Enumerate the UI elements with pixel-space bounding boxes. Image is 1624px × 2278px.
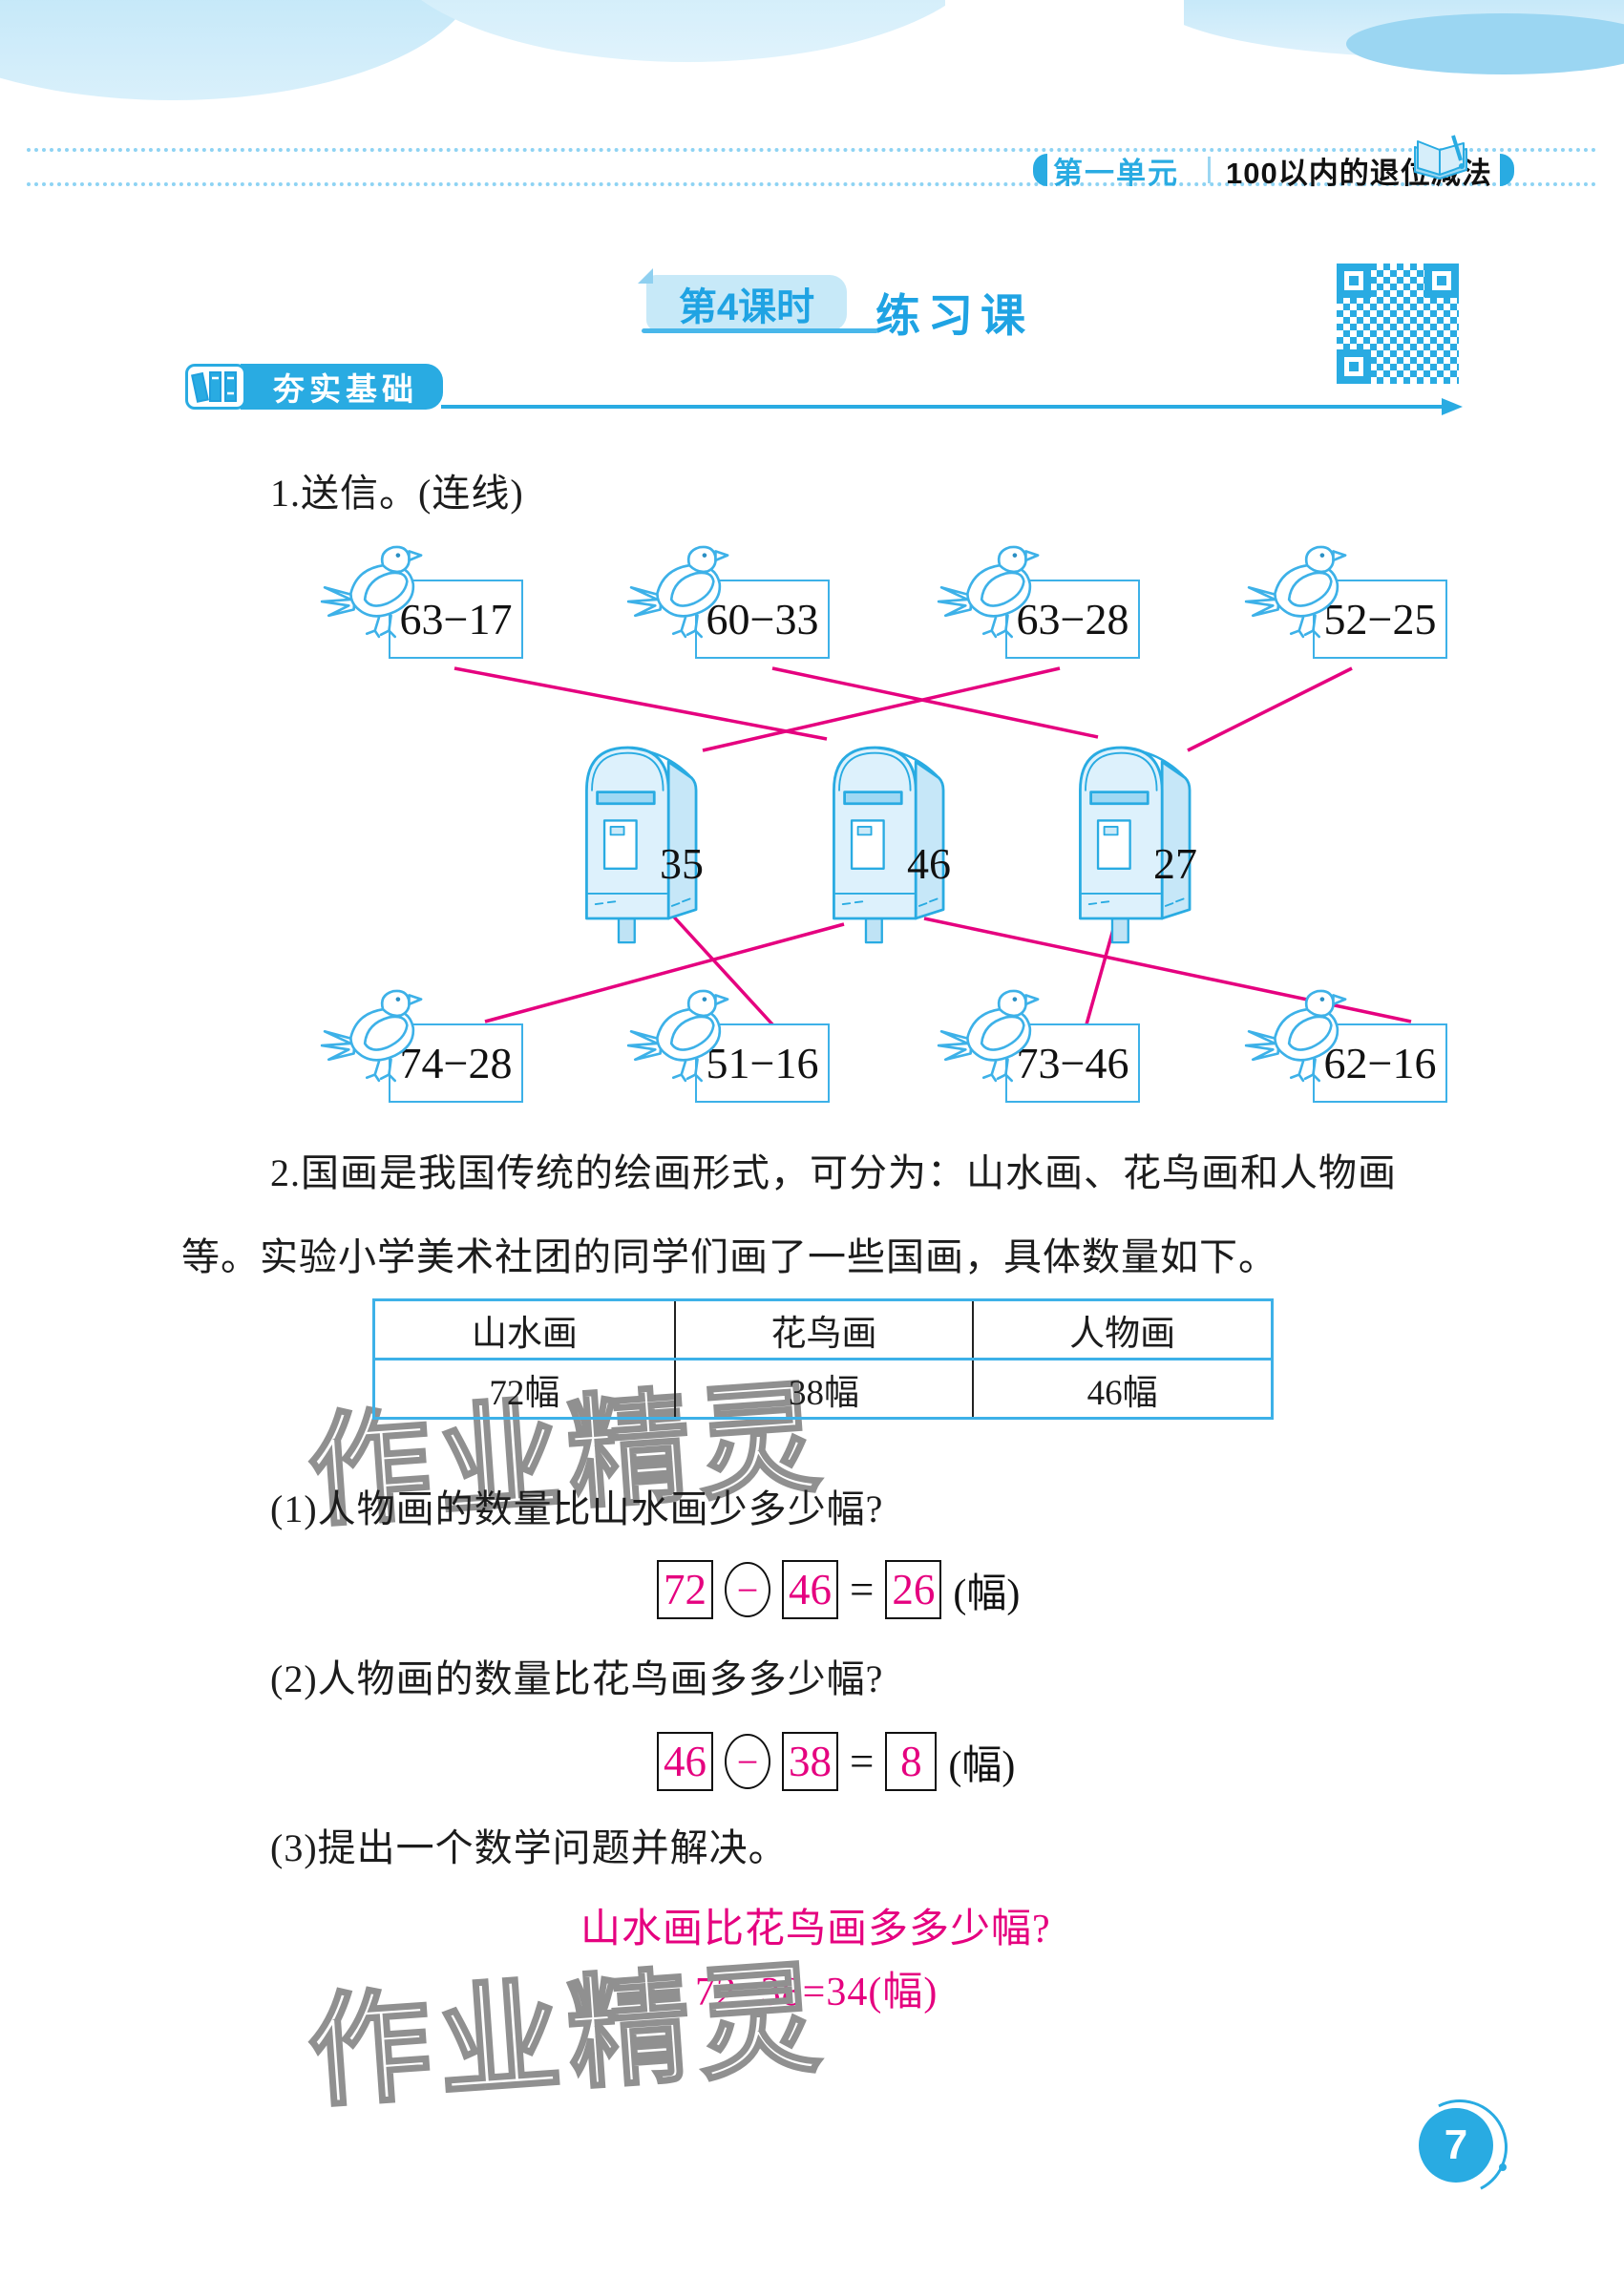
table-header-cell: 花鸟画 bbox=[673, 1301, 973, 1358]
books-icon bbox=[185, 364, 246, 410]
problem2-intro-line2: 等。实验小学美术社团的同学们画了一些国画，具体数量如下。 bbox=[181, 1235, 1277, 1278]
equation-result-box: 8 bbox=[885, 1732, 938, 1791]
lesson-badge-label: 第4课时 bbox=[678, 285, 815, 328]
pigeon-icon bbox=[626, 543, 749, 639]
page-number-dot bbox=[1499, 2163, 1507, 2171]
expression-label: 62−16 bbox=[1323, 1039, 1437, 1087]
problem2-intro-line1: 2.国画是我国传统的绘画形式，可分为：山水画、花鸟画和人物画 bbox=[270, 1151, 1397, 1194]
expression-label: 60−33 bbox=[706, 595, 819, 643]
table-header-cell: 人物画 bbox=[972, 1301, 1271, 1358]
equation-unit: (幅) bbox=[953, 1571, 1021, 1616]
equation-2: 46 − 38 = 8 (幅) bbox=[657, 1732, 1015, 1791]
equals-sign: = bbox=[850, 1738, 875, 1785]
pigeon-icon bbox=[320, 987, 442, 1083]
question-2-text: (2)人物画的数量比花鸟画多多少幅? bbox=[270, 1657, 884, 1700]
table-value-cell: 46幅 bbox=[972, 1360, 1271, 1417]
expression-card: 51−16 bbox=[695, 1023, 830, 1103]
expression-label: 51−16 bbox=[706, 1039, 819, 1087]
table-header-cell: 山水画 bbox=[471, 1314, 578, 1354]
mailbox: 46 bbox=[825, 735, 959, 944]
expression-card: 52−25 bbox=[1313, 580, 1447, 659]
expression-card: 63−28 bbox=[1005, 580, 1140, 659]
question-1-text: (1)人物画的数量比山水画少多少幅? bbox=[270, 1487, 884, 1530]
problem1-diagram: 63−17 60−33 63−28 52−25 35 46 27 74−2 bbox=[0, 535, 1624, 1155]
open-book-icon bbox=[1411, 134, 1474, 185]
expression-label: 52−25 bbox=[1323, 595, 1437, 643]
table-value-row: 72幅 38幅 46幅 bbox=[375, 1358, 1271, 1417]
answer-equation: 72−38=34(幅) bbox=[695, 1971, 939, 2014]
page-number: 7 bbox=[1419, 2108, 1493, 2183]
right-bracket-shape bbox=[1499, 154, 1514, 186]
answer-question: 山水画比花鸟画多多少幅? bbox=[580, 1908, 1051, 1951]
top-wave-decoration bbox=[0, 0, 945, 124]
expression-card: 60−33 bbox=[695, 580, 830, 659]
top-right-wave-decoration bbox=[1184, 0, 1624, 91]
expression-card: 63−17 bbox=[389, 580, 523, 659]
equation-minuend-box: 46 bbox=[657, 1732, 713, 1791]
lesson-title: 练习课 bbox=[875, 290, 1033, 341]
mailbox: 27 bbox=[1071, 735, 1205, 944]
table-value-cell: 72幅 bbox=[489, 1373, 560, 1413]
lesson-badge-underline bbox=[642, 328, 878, 333]
equation-minuend-box: 72 bbox=[657, 1560, 713, 1619]
header-dotted-rule-bottom bbox=[27, 182, 1597, 186]
pigeon-icon bbox=[1244, 543, 1366, 639]
equals-sign: = bbox=[850, 1566, 875, 1614]
pigeon-icon bbox=[1244, 987, 1366, 1083]
question-3-text: (3)提出一个数学问题并解决。 bbox=[270, 1826, 788, 1869]
section-badge: 夯实基础 bbox=[241, 364, 443, 410]
equation-subtrahend-box: 38 bbox=[782, 1732, 838, 1791]
operator-circle: − bbox=[725, 1734, 770, 1789]
equation-subtrahend-box: 46 bbox=[782, 1560, 838, 1619]
expression-label: 73−46 bbox=[1016, 1039, 1129, 1087]
expression-label: 63−28 bbox=[1016, 595, 1129, 643]
left-bracket-shape bbox=[1033, 154, 1047, 186]
expression-label: 74−28 bbox=[399, 1039, 513, 1087]
table-header-row: 山水画 花鸟画 人物画 bbox=[375, 1301, 1271, 1358]
pigeon-icon bbox=[320, 543, 442, 639]
watermark: 作业精灵 bbox=[303, 1949, 833, 2124]
qr-code-icon bbox=[1337, 264, 1459, 384]
pigeon-icon bbox=[626, 987, 749, 1083]
table-value-cell: 38幅 bbox=[673, 1360, 973, 1417]
equation-result-box: 26 bbox=[885, 1560, 942, 1619]
section-badge-label: 夯实基础 bbox=[273, 371, 418, 407]
pigeon-icon bbox=[937, 987, 1059, 1083]
section-rule-arrow-icon bbox=[1442, 398, 1463, 415]
mailbox-number: 27 bbox=[1153, 839, 1197, 888]
equation-unit: (幅) bbox=[948, 1743, 1016, 1788]
problem1-title: 1.送信。(连线) bbox=[270, 472, 524, 515]
operator-circle: − bbox=[725, 1562, 770, 1617]
equation-1: 72 − 46 = 26 (幅) bbox=[657, 1560, 1020, 1619]
pigeon-icon bbox=[937, 543, 1059, 639]
expression-card: 73−46 bbox=[1005, 1023, 1140, 1103]
mailbox: 35 bbox=[578, 735, 711, 944]
unit-label: 第一单元 bbox=[1053, 156, 1179, 190]
expression-label: 63−17 bbox=[399, 595, 513, 643]
header-dotted-rule-top bbox=[27, 148, 1597, 152]
section-rule bbox=[441, 405, 1444, 409]
unit-separator bbox=[1208, 157, 1211, 183]
unit-header: 第一单元 100以内的退位减法 bbox=[1033, 151, 1514, 190]
expression-card: 74−28 bbox=[389, 1023, 523, 1103]
expression-card: 62−16 bbox=[1313, 1023, 1447, 1103]
paintings-table: 山水画 花鸟画 人物画 72幅 38幅 46幅 bbox=[372, 1298, 1274, 1420]
lesson-badge: 第4课时 bbox=[638, 268, 847, 331]
mailbox-number: 46 bbox=[907, 839, 951, 888]
mailbox-number: 35 bbox=[660, 839, 704, 888]
